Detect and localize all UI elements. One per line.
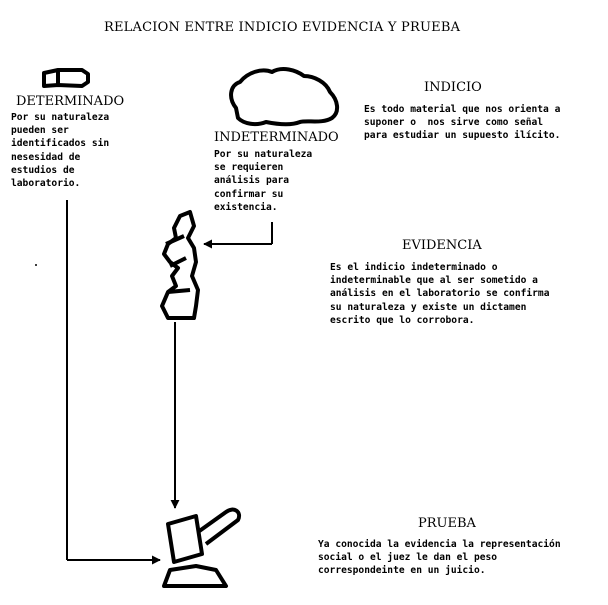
description-line: indeterminable que al ser sometido a [330,275,538,287]
stray-dot [35,264,37,266]
description-line: para estudiar un supuesto ilícito. [364,130,561,142]
description-line: laboratorio. [11,178,81,190]
description-line: Ya conocida la evidencia la representaci… [318,539,561,550]
indicio-heading: INDICIO [424,80,482,95]
prueba-heading: PRUEBA [418,516,476,531]
description-line: social o el juez le dan el peso [318,552,498,564]
prueba-description: Ya conocida la evidencia la representaci… [318,538,561,578]
cigarette-butt-icon [42,68,90,88]
description-line: correspondeinte en un juicio. [318,565,486,577]
determinado-heading: DETERMINADO [16,94,125,109]
description-line: confirmar su [214,188,284,200]
description-line: análisis en el laboratorio se confirma [330,288,550,300]
description-line: identificados sin [11,138,110,150]
indeterminado-heading: INDETERMINADO [214,130,339,145]
indicio-description: Es todo material que nos orienta a supone… [364,103,560,143]
description-line: existencia. [214,201,278,213]
description-line: Por su naturaleza [11,112,110,123]
description-line: escrito que lo corrobora. [330,314,475,326]
description-line: nesesidad de [11,151,81,163]
description-line: su naturaleza y existe un dictamen [330,301,527,313]
judge-gavel-icon [162,507,241,588]
diagram-title: RELACION ENTRE INDICIO EVIDENCIA Y PRUEB… [104,20,461,35]
evidencia-description: Es el indicio indeterminado o indetermina… [330,261,550,327]
description-line: pueden ser [11,125,69,137]
description-line: Por su naturaleza [214,149,313,160]
description-line: Es el indicio indeterminado o [330,262,498,273]
stain-blob-icon [229,67,339,127]
evidencia-heading: EVIDENCIA [402,238,482,253]
description-line: estudios de [11,164,75,176]
description-line: se requieren [214,162,284,174]
description-line: Es todo material que nos orienta a [364,104,561,115]
description-line: suponer o nos sirve como señal [364,117,544,129]
microscope-icon [160,210,200,320]
description-line: análisis para [214,175,290,187]
